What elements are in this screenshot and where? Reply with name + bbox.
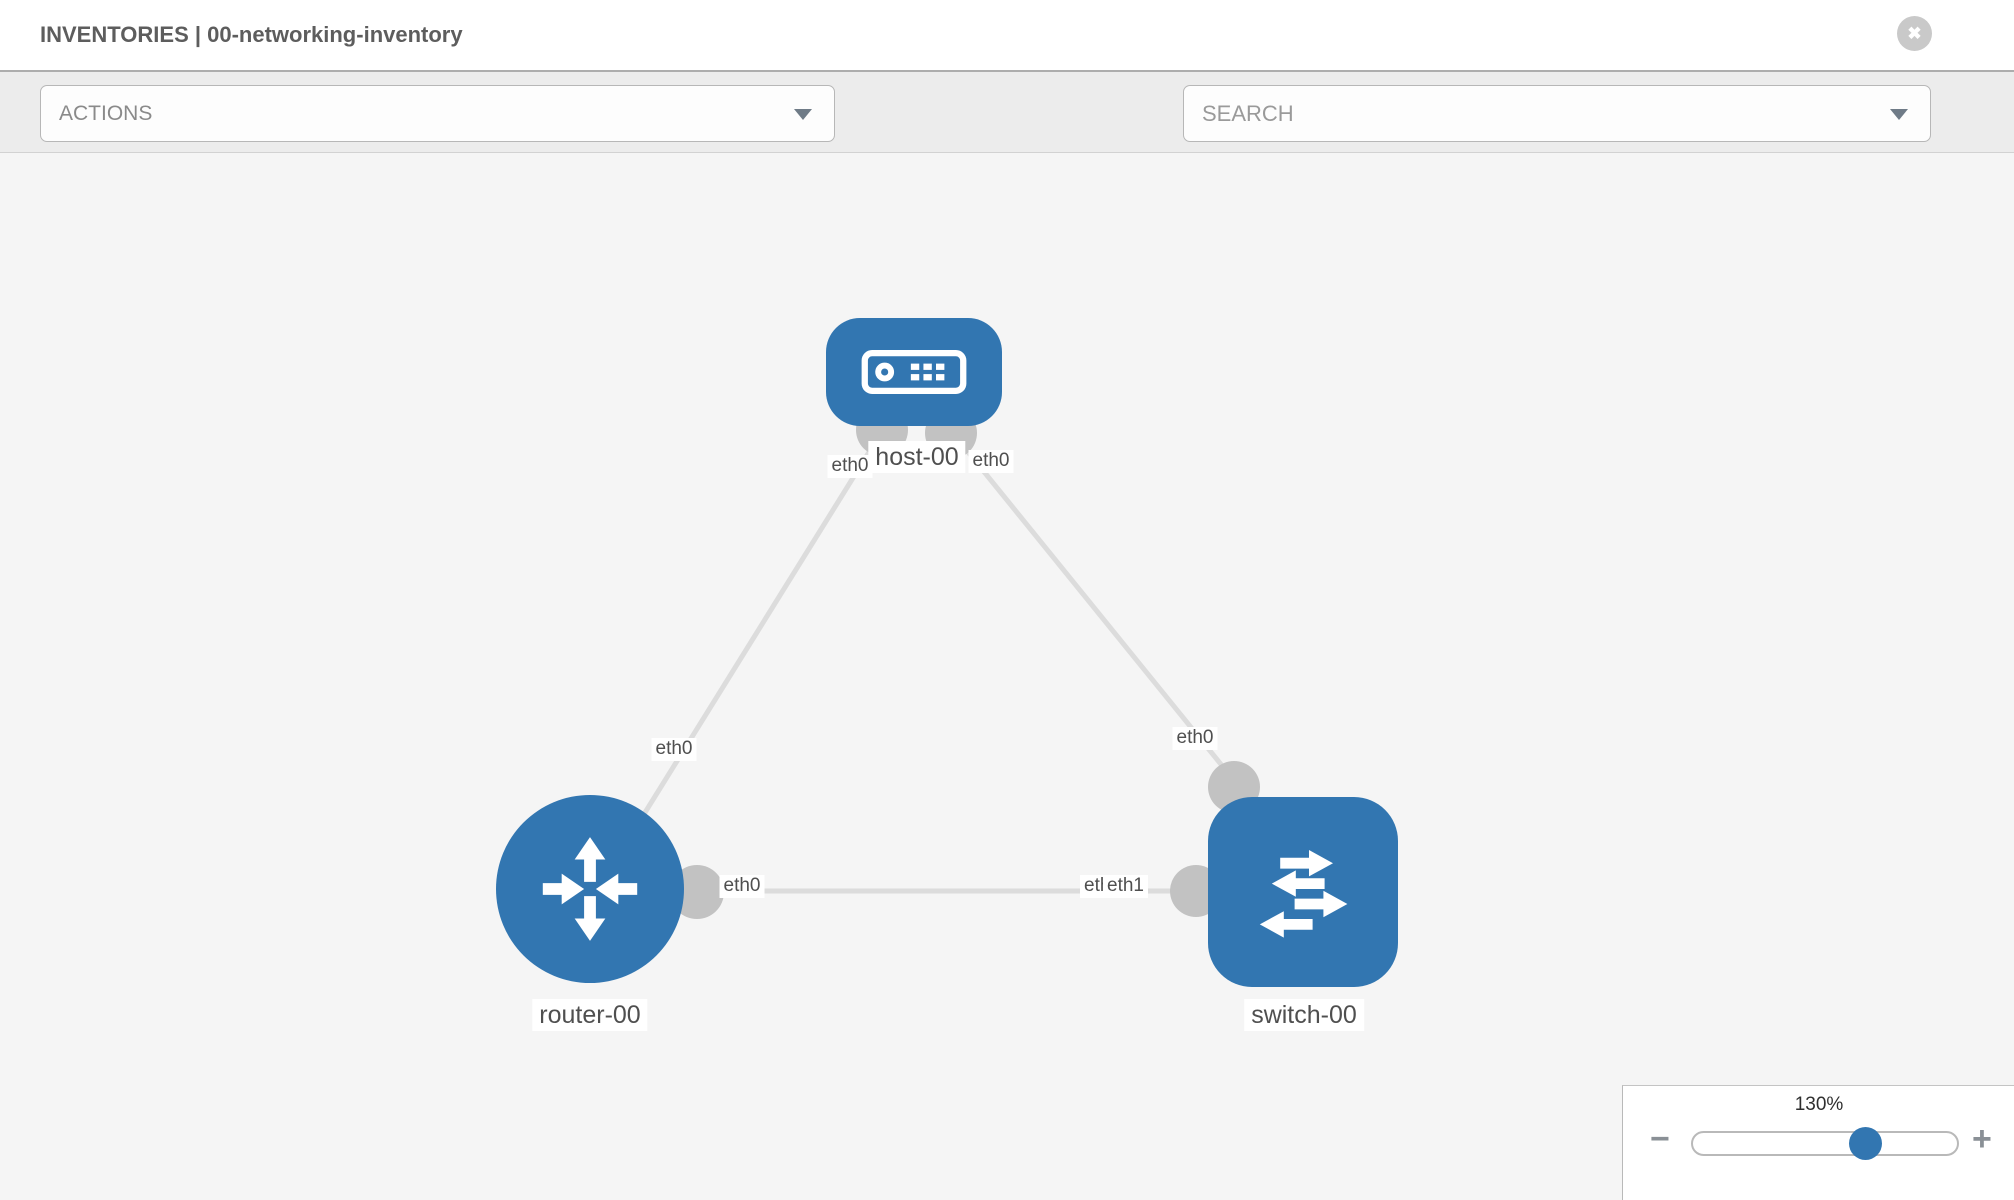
interface-label-router-right: eth0: [719, 875, 765, 898]
search-input[interactable]: [1202, 100, 1886, 127]
zoom-in-button[interactable]: +: [1972, 1120, 1992, 1158]
zoom-slider-track[interactable]: [1691, 1127, 1959, 1160]
topology-canvas[interactable]: eth0 eth0 eth0 eth0 eth0 eth0 eth1 host-…: [0, 153, 2014, 1200]
toolbar: ACTIONS: [0, 70, 2014, 203]
page-header: INVENTORIES | 00-networking-inventory ✖: [0, 0, 2014, 70]
node-label-switch[interactable]: switch-00: [1244, 999, 1364, 1031]
router-icon: [542, 837, 638, 941]
actions-dropdown-label: ACTIONS: [59, 101, 153, 125]
interface-label-host-right: eth0: [968, 450, 1014, 473]
interface-label-switch-top: eth0: [1172, 727, 1218, 750]
close-button[interactable]: ✖: [1897, 16, 1932, 51]
node-label-router[interactable]: router-00: [532, 999, 648, 1031]
chevron-down-icon: [1890, 109, 1908, 120]
interface-label-switch-front: eth1: [1103, 875, 1148, 898]
zoom-level-label: 130%: [1794, 1094, 1844, 1115]
link-host-switch[interactable]: [949, 429, 1264, 817]
node-label-host[interactable]: host-00: [868, 441, 966, 473]
node-router-00[interactable]: [496, 795, 684, 983]
zoom-panel: 130% − +: [1622, 1085, 2014, 1200]
page-title: INVENTORIES | 00-networking-inventory: [40, 22, 463, 47]
zoom-slider-handle[interactable]: [1849, 1127, 1882, 1160]
close-icon: ✖: [1907, 24, 1922, 43]
interface-label-router-top: eth0: [651, 738, 697, 761]
chevron-down-icon: [794, 109, 812, 120]
node-switch-00[interactable]: [1208, 797, 1398, 987]
topology-links-layer: [590, 404, 1300, 919]
interface-label-host-left: eth0: [827, 455, 873, 478]
node-host-00[interactable]: [826, 318, 1002, 426]
switch-icon: [1259, 850, 1348, 938]
search-dropdown[interactable]: [1183, 85, 1931, 142]
zoom-out-button[interactable]: −: [1650, 1120, 1670, 1158]
host-icon: [861, 350, 967, 394]
actions-dropdown[interactable]: ACTIONS: [40, 85, 835, 142]
